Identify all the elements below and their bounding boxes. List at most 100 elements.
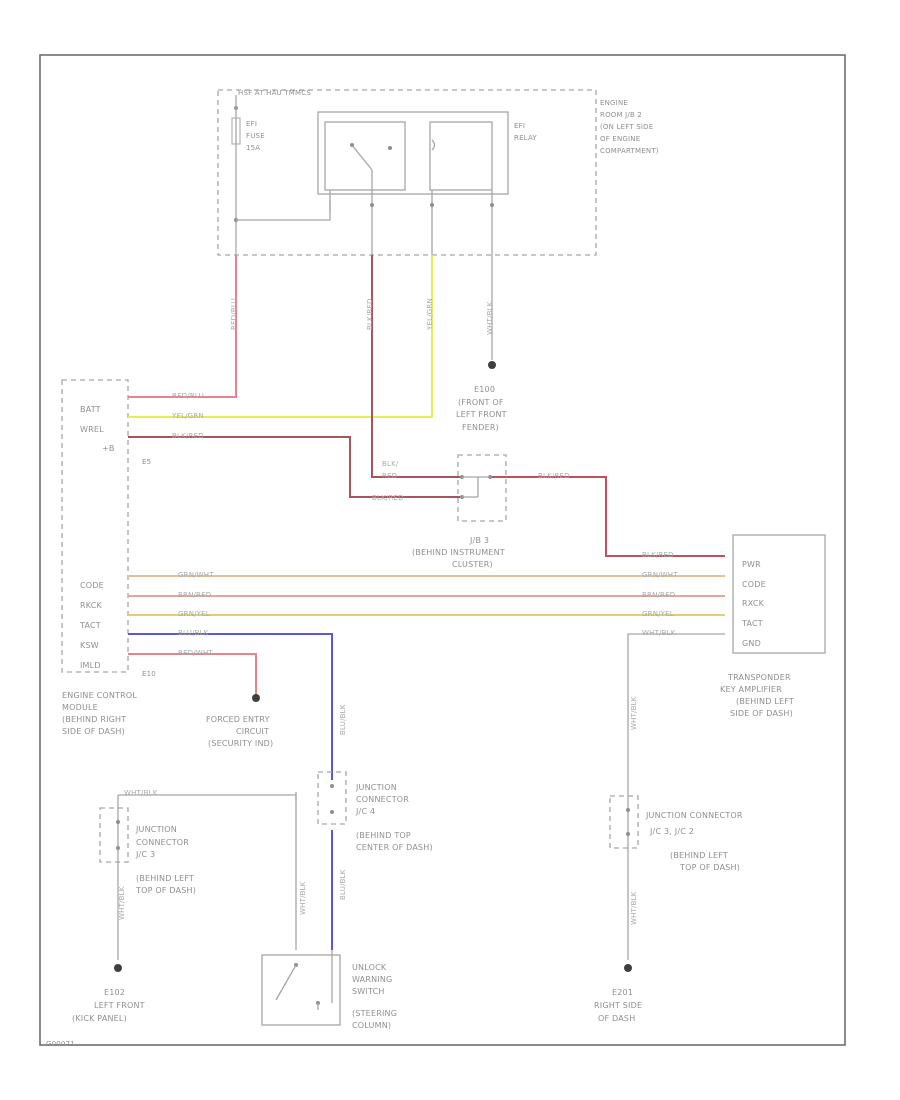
fuse-box-location-3: (ON LEFT SIDE xyxy=(600,123,653,131)
fuse-label-2: FUSE xyxy=(246,132,265,140)
wire-label-tact: GRN/YEL xyxy=(178,610,210,618)
relay-label-2: RELAY xyxy=(514,134,537,142)
ecm-pin-plusb: +B xyxy=(102,444,115,453)
wire-label-jcl-down: WHT/BLK xyxy=(118,886,126,920)
ecm-location-3: (BEHIND RIGHT xyxy=(62,715,126,724)
transponder-key-amplifier: PWR CODE RXCK TACT GND TRANSPONDER KEY A… xyxy=(720,534,826,718)
wire-label-v3: YEL/GRN xyxy=(426,298,434,331)
ground-e102-label-3: (KICK PANEL) xyxy=(72,1014,127,1023)
jc-center-label-1: JUNCTION xyxy=(355,783,397,792)
wire-label-v4: WHT/BLK xyxy=(486,301,494,335)
wires xyxy=(128,255,725,950)
fuse-box-location-4: OF ENGINE xyxy=(600,135,640,143)
ecm-pin-wrel: WREL xyxy=(80,425,104,434)
ground-e201-label-1: E201 xyxy=(612,988,633,997)
transponder-location-4: SIDE OF DASH) xyxy=(730,709,793,718)
ecm-pin-code: CODE xyxy=(80,581,104,590)
ecm-pin-ksw: KSW xyxy=(80,641,99,650)
engine-control-module: BATT WREL +B E5 CODE RKCK TACT KSW IMLD … xyxy=(61,379,156,736)
ecm-pin-imld: IMLD xyxy=(80,661,101,670)
jc-right-label-4: TOP OF DASH) xyxy=(679,863,740,872)
wire-jb3-pwr xyxy=(490,476,725,557)
transponder-location-1: TRANSPONDER xyxy=(727,673,791,682)
wire-label-code-right: GRN/WHT xyxy=(642,571,678,579)
ecm-location-4: SIDE OF DASH) xyxy=(62,727,125,736)
wire-label-wrel: YEL/GRN xyxy=(171,412,204,420)
diagram-frame xyxy=(39,54,846,1046)
jb3-location-3: CLUSTER) xyxy=(452,560,493,569)
jb3-wire-1: BLK/ xyxy=(382,460,399,468)
wire-labels: RED/BLU YEL/GRN BLK/RED GRN/WHT BRN/RED … xyxy=(118,298,678,925)
relay-label-1: EFI xyxy=(514,122,525,130)
jc-left-label-1: JUNCTION xyxy=(135,825,177,834)
wire-label-jcr-down: WHT/BLK xyxy=(630,891,638,925)
transponder-pin-rxck: RXCK xyxy=(742,599,765,608)
forced-entry-label-3: (SECURITY IND) xyxy=(208,739,273,748)
ecm-connector-top: E5 xyxy=(142,458,151,466)
ecm-connector-bottom: E10 xyxy=(142,670,156,678)
junction-connector-right: JUNCTION CONNECTOR J/C 3, J/C 2 (BEHIND … xyxy=(594,780,743,1023)
wire-label-plusb: BLK/RED xyxy=(172,432,204,440)
transponder-pin-pwr: PWR xyxy=(742,560,761,569)
ecm-location-1: ENGINE CONTROL xyxy=(62,691,137,700)
fuse-symbol xyxy=(231,117,241,145)
unlock-label-4: (STEERING xyxy=(352,1009,397,1018)
unlock-warning-switch: UNLOCK WARNING SWITCH (STEERING COLUMN) xyxy=(261,792,397,1030)
ground-e100: E100 (FRONT OF LEFT FRONT FENDER) xyxy=(456,255,507,432)
jc-right-label-2: J/C 3, J/C 2 xyxy=(649,827,694,836)
wire-ksw xyxy=(128,633,333,780)
jc-left-label-3: J/C 3 xyxy=(135,850,155,859)
jc-right-label-3: (BEHIND LEFT xyxy=(670,851,728,860)
forced-entry-label-1: FORCED ENTRY xyxy=(206,715,270,724)
unlock-label-2: WARNING xyxy=(352,975,392,984)
ecm-pin-rkck: RKCK xyxy=(80,601,103,610)
wire-label-switch: WHT/BLK xyxy=(299,881,307,915)
wire-label-rkck-right: BRN/RED xyxy=(642,591,675,599)
unlock-label-1: UNLOCK xyxy=(352,963,387,972)
jb3-wire-2: RED xyxy=(382,472,397,480)
wire-relay-jb3 xyxy=(371,255,460,478)
fuse-label-1: EFI xyxy=(246,120,257,128)
jb3-location-1: J/B 3 xyxy=(469,536,489,545)
footer-code: G00071 xyxy=(46,1040,75,1048)
jc-center-label-4: (BEHIND TOP xyxy=(356,831,411,840)
unlock-label-5: COLUMN) xyxy=(352,1021,391,1030)
wire-wrel xyxy=(128,255,433,418)
jc-right-label-1: JUNCTION CONNECTOR xyxy=(645,811,743,820)
wire-imld xyxy=(128,653,257,695)
wire-label-jb3-out: BLK/RED xyxy=(538,472,570,480)
jc-center-label-2: CONNECTOR xyxy=(356,795,409,804)
fuse-relay-box: HSF AT HAU TMMCS EFI FUSE 15A EFI RELAY … xyxy=(217,89,659,256)
wire-label-v1: RED/BLU xyxy=(230,298,238,330)
wire-batt xyxy=(128,255,237,398)
ground-e100-label-3: LEFT FRONT xyxy=(456,410,507,419)
ground-e100-label-2: (FRONT OF xyxy=(458,398,504,407)
jb3-location-2: (BEHIND INSTRUMENT xyxy=(412,548,505,557)
wire-label-jcl: WHT/BLK xyxy=(124,789,158,797)
ground-e100-label-4: FENDER) xyxy=(462,423,499,432)
jc-left-label-5: TOP OF DASH) xyxy=(135,886,196,895)
jc-center-label-3: J/C 4 xyxy=(355,807,375,816)
wire-label-code: GRN/WHT xyxy=(178,571,214,579)
wire-label-imld: RED/WHT xyxy=(178,649,213,657)
fuse-box-location-1: ENGINE xyxy=(600,99,628,107)
wire-label-v2: BLK/RED xyxy=(366,298,374,330)
relay-box xyxy=(317,111,509,195)
ecm-pin-tact: TACT xyxy=(79,621,101,630)
ecm-pin-batt: BATT xyxy=(80,405,101,414)
jc-center-label-5: CENTER OF DASH) xyxy=(356,843,433,852)
wire-label-rkck: BRN/RED xyxy=(178,591,211,599)
wire-label-batt: RED/BLU xyxy=(172,392,204,400)
wire-label-jc4-up: BLU/BLK xyxy=(339,704,347,735)
jb3-wire-3: BLK/RED xyxy=(372,494,404,502)
wire-plusb xyxy=(128,436,460,498)
junction-connector-center: JUNCTION CONNECTOR J/C 4 (BEHIND TOP CEN… xyxy=(317,771,433,852)
wire-label-tact-right: GRN/YEL xyxy=(642,610,674,618)
fuse-box-title: HSF AT HAU TMMCS xyxy=(238,89,311,97)
junction-block-3: BLK/ RED BLK/RED J/B 3 (BEHIND INSTRUMEN… xyxy=(372,454,507,569)
wire-label-jcr-up: WHT/BLK xyxy=(630,696,638,730)
ground-e201-label-2: RIGHT SIDE xyxy=(594,1001,642,1010)
ground-e100-label-1: E100 xyxy=(474,385,495,394)
ground-e201-label-3: OF DASH xyxy=(598,1014,635,1023)
